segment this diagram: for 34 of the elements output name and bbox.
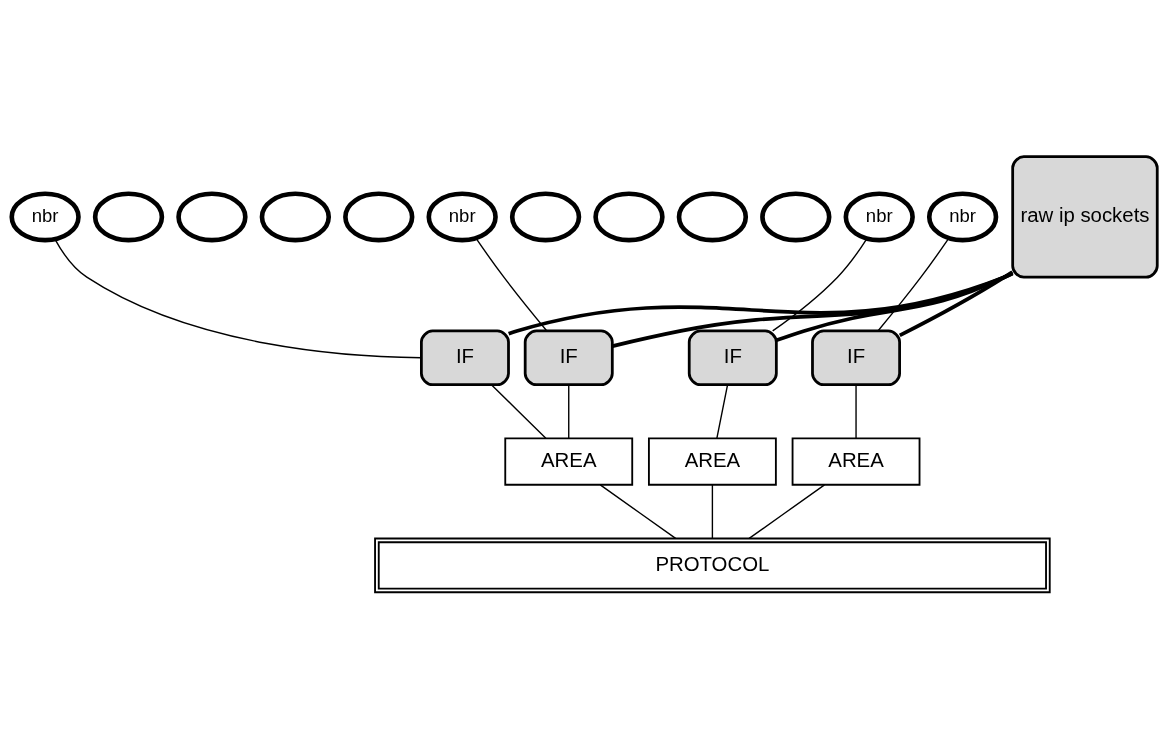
node-ellipse: nbr: [843, 190, 915, 242]
node-ellipse: [176, 190, 248, 242]
node-ellipse: nbr: [926, 190, 999, 242]
node-ellipse: nbr: [426, 190, 498, 242]
node-ellipse: [760, 190, 832, 242]
connector: [748, 483, 826, 539]
node-box: AREA: [648, 437, 777, 486]
node-box: IF: [420, 329, 510, 386]
connector: [599, 483, 677, 539]
node-ellipse: [676, 190, 749, 242]
node-ellipse: [343, 190, 415, 242]
node-box: IF: [811, 329, 901, 386]
node-box: AREA: [504, 437, 634, 486]
connector: [775, 270, 1014, 342]
node-ellipse: [92, 190, 165, 242]
node-ellipse: nbr: [9, 190, 81, 242]
node-box: IF: [523, 329, 614, 386]
node-box: raw ip sockets: [1011, 154, 1159, 279]
connector: [475, 236, 548, 331]
node-box: AREA: [791, 437, 921, 486]
connector: [568, 383, 570, 439]
connector: [508, 271, 1014, 335]
connector: [855, 383, 857, 439]
node-box: IF: [687, 329, 778, 386]
node-ellipse: [593, 190, 665, 242]
connector: [711, 483, 714, 539]
connector: [772, 237, 868, 332]
connector: [612, 271, 1014, 348]
node-ellipse: [509, 190, 582, 242]
connector: [877, 236, 950, 331]
connector: [490, 383, 547, 439]
node-ellipse: [259, 190, 332, 242]
connector: [716, 383, 729, 439]
connector: [898, 269, 1014, 337]
